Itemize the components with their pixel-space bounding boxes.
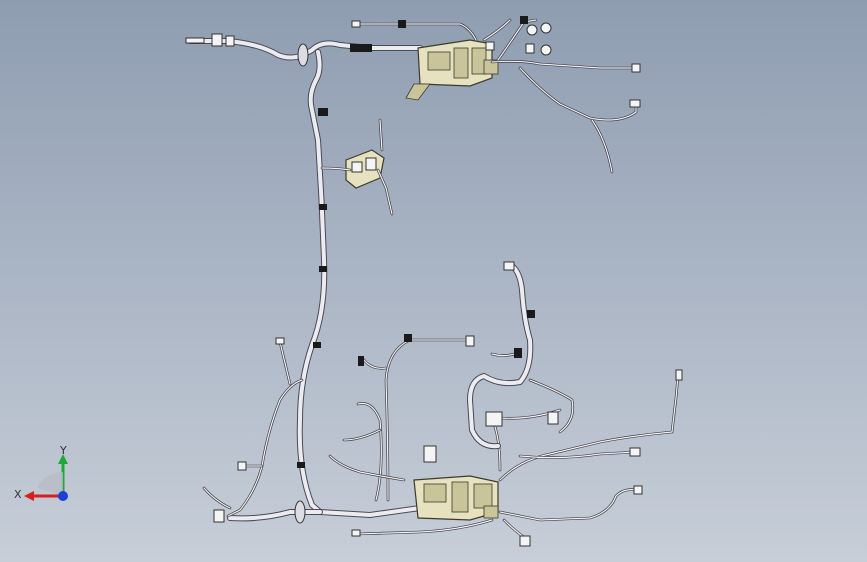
right-loop-branch: [467, 263, 575, 450]
connector-icon: [485, 261, 559, 427]
connector-icon: [351, 369, 683, 547]
fuse-box-lower[interactable]: [413, 475, 499, 521]
grommet: [294, 500, 306, 524]
clip: [318, 108, 328, 116]
grommet: [297, 43, 309, 67]
relay-block[interactable]: [345, 149, 385, 189]
connector-icon: [351, 16, 641, 108]
y-axis-label: Y: [59, 444, 67, 457]
lower-left-branches: [202, 340, 304, 518]
upper-right-branches: [358, 18, 638, 174]
lower-middle-branches: [328, 338, 470, 502]
main-harness-trunk: [187, 38, 423, 522]
clip: [297, 462, 305, 468]
x-axis-label: X: [14, 488, 22, 501]
clip: [319, 204, 327, 210]
connector-icon: [185, 33, 235, 47]
connector-icon: [358, 334, 475, 463]
lower-right-branches: [354, 374, 680, 542]
mid-left-branches: [320, 118, 394, 216]
coordinate-triad-icon: Y X: [14, 444, 68, 501]
connector-icon: [213, 337, 285, 523]
fuse-box-upper[interactable]: [405, 39, 499, 101]
clip: [313, 342, 321, 348]
clip: [319, 266, 327, 272]
